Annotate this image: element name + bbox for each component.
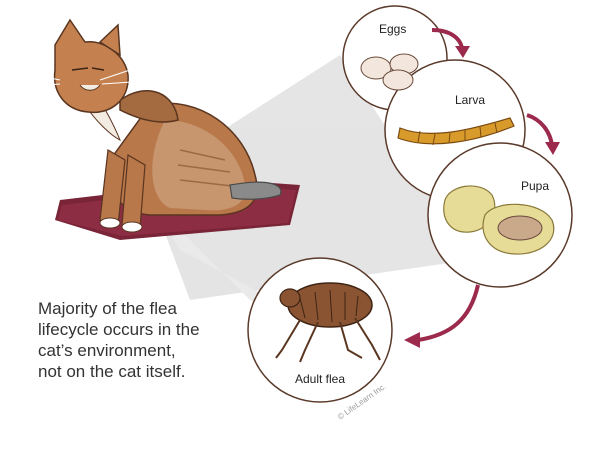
arrow-larva-to-pupa-head <box>545 142 560 155</box>
larva-body <box>397 117 515 145</box>
cat-paw-left <box>99 217 121 229</box>
cat-paw-right <box>121 221 143 233</box>
larva-segments <box>417 122 498 146</box>
caption-line-4: not on the cat itself. <box>38 362 186 381</box>
flea-legs <box>275 317 381 363</box>
cat-tail <box>229 181 282 200</box>
cat-muzzle <box>79 84 101 91</box>
flea-segments <box>299 289 359 323</box>
beam-upper <box>145 55 470 300</box>
caption-text: Majority of the flea lifecycle occurs in… <box>38 298 248 382</box>
egg-3 <box>382 69 414 91</box>
cat-ear <box>98 23 121 57</box>
pupa-inside <box>497 215 543 241</box>
cat-scratching-leg <box>119 90 179 123</box>
eggs-label: Eggs <box>379 22 406 36</box>
flea-head <box>279 288 301 308</box>
cat-eyes-closed <box>71 67 105 71</box>
cat-whiskers <box>32 69 133 87</box>
adult-flea-label: Adult flea <box>295 372 345 386</box>
cat-hind-leg <box>152 120 246 211</box>
larva-label: Larva <box>455 93 485 107</box>
arrow-eggs-to-larva-head <box>455 46 470 58</box>
pupa-label: Pupa <box>521 179 549 193</box>
light-beams <box>145 55 470 330</box>
cat-illustration <box>32 18 300 240</box>
caption-line-3: cat’s environment, <box>38 341 176 360</box>
arrow-larva-to-pupa <box>526 113 554 146</box>
cat-stripes <box>177 149 233 187</box>
adult-flea-illustration <box>275 282 381 363</box>
arrow-eggs-to-larva <box>431 28 464 49</box>
lifecycle-arrows <box>404 28 560 348</box>
arrow-pupa-to-adult <box>417 284 480 342</box>
caption-line-2: lifecycle occurs in the <box>38 320 200 339</box>
arrow-pupa-to-adult-head <box>404 332 420 348</box>
eggs-illustration <box>360 53 419 91</box>
pupa-illustration <box>443 185 555 255</box>
larva-illustration <box>397 117 515 146</box>
caption-line-1: Majority of the flea <box>38 299 177 318</box>
